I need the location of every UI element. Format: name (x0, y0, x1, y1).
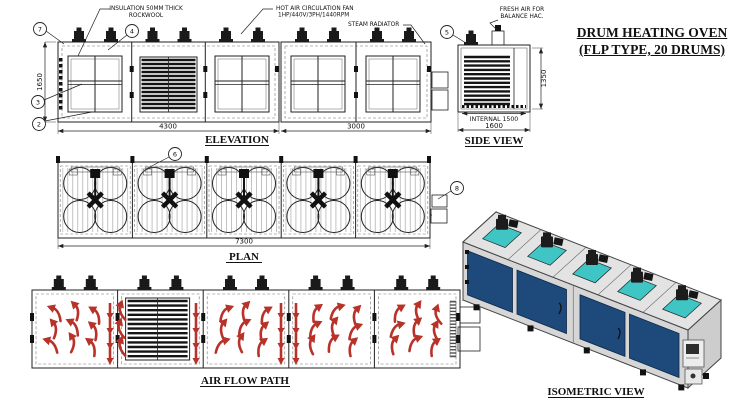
svg-text:BALANCE HAC.: BALANCE HAC. (500, 14, 543, 20)
svg-text:3: 3 (36, 99, 40, 107)
svg-text:INSULATION 50MM THICK: INSULATION 50MM THICK (109, 6, 183, 12)
dim-side-overall: 1600 (485, 122, 503, 130)
side-oven-body (457, 25, 531, 113)
hot-air-fan-annotation: HOT AIR CIRCULATION FAN 1HP/440V/3PH/144… (240, 6, 354, 35)
callout-4: 4 (107, 24, 139, 51)
svg-text:HOT AIR CIRCULATION FAN: HOT AIR CIRCULATION FAN (276, 6, 354, 12)
roof-fan-assemblies (482, 214, 702, 319)
dim-elevation-section2: 3000 (347, 123, 365, 131)
plan-oven-body (56, 156, 431, 239)
svg-text:1HP/440V/3PH/1440RPM: 1HP/440V/3PH/1440RPM (278, 13, 349, 19)
plan-top-clamps (56, 156, 431, 163)
front-doors (467, 250, 680, 379)
callout-2: 2 (32, 111, 93, 131)
airflow-end-duct (449, 300, 481, 358)
hinge-marks (59, 58, 431, 110)
dim-elevation-height: 1650 (36, 73, 44, 91)
dim-side-height: 1350 (540, 70, 548, 88)
isometric-label: ISOMETRIC VIEW (547, 386, 644, 398)
insulation-annotation: INSULATION 50MM THICK ROCKWOOL (77, 6, 183, 57)
dim-plan-length: 7300 (235, 238, 253, 246)
dim-side-internal: INTERNAL 1500 (470, 116, 519, 123)
svg-text:2: 2 (37, 121, 41, 129)
svg-text:8: 8 (455, 185, 459, 193)
svg-text:6: 6 (173, 151, 177, 159)
elevation-dimensions: 1650 4300 3000 (36, 41, 432, 134)
svg-text:4: 4 (130, 28, 134, 36)
side-dimensions: 1350 INTERNAL 1500 1600 (457, 47, 548, 133)
callout-8: 8 (437, 181, 464, 200)
roof-fan-motors (72, 27, 416, 42)
airflow-label: AIR FLOW PATH (201, 375, 289, 387)
airflow-arrows (38, 296, 449, 367)
side-view: 5 FRESH AIR FOR BALANCE HAC. 1350 INTERN… (440, 7, 548, 148)
elevation-label: ELEVATION (205, 134, 269, 146)
plan-dimension: 7300 (57, 238, 431, 249)
end-duct-box (431, 71, 449, 111)
plan-view: 6 8 7300 PLAN (56, 147, 464, 264)
drawing-title-line1: DRUM HEATING OVEN (576, 25, 728, 40)
airflow-oven-body (30, 275, 461, 369)
plan-end-duct (430, 194, 448, 224)
control-panel (682, 339, 705, 385)
drawing-title: DRUM HEATING OVEN (FLP TYPE, 20 DRUMS) (560, 25, 744, 59)
elevation-view: 1650 4300 3000 ELEVATION 7 4 3 2 INSULAT… (31, 6, 449, 147)
svg-text:7: 7 (38, 26, 42, 34)
door-handle (617, 327, 621, 340)
svg-text:ROCKWOOL: ROCKWOOL (129, 13, 164, 19)
fresh-air-annotation: FRESH AIR FOR BALANCE HAC. (489, 7, 544, 31)
oven-feet (465, 250, 709, 391)
callout-3: 3 (31, 83, 83, 109)
airflow-radiator-grille (125, 297, 191, 361)
elevation-oven-body (57, 41, 432, 123)
airflow-view: AIR FLOW PATH (30, 275, 481, 388)
dim-elevation-section1: 4300 (159, 123, 177, 131)
roof-junction-boxes (508, 219, 699, 299)
steam-radiator-grille (139, 56, 198, 113)
callout-5: 5 (440, 25, 467, 44)
side-view-label: SIDE VIEW (465, 135, 524, 147)
isometric-view: ISOMETRIC VIEW (462, 210, 722, 399)
svg-text:FRESH AIR FOR: FRESH AIR FOR (500, 7, 544, 13)
callout-7: 7 (33, 22, 65, 45)
svg-text:STEAM RADIATOR: STEAM RADIATOR (348, 22, 399, 28)
door-handle (558, 302, 562, 315)
steam-radiator-annotation: STEAM RADIATOR (348, 22, 426, 45)
plan-label: PLAN (229, 251, 259, 263)
isometric-oven (462, 210, 722, 391)
callout-6: 6 (145, 147, 182, 170)
drawing-title-line2: (FLP TYPE, 20 DRUMS) (578, 41, 725, 57)
svg-text:5: 5 (445, 29, 449, 37)
